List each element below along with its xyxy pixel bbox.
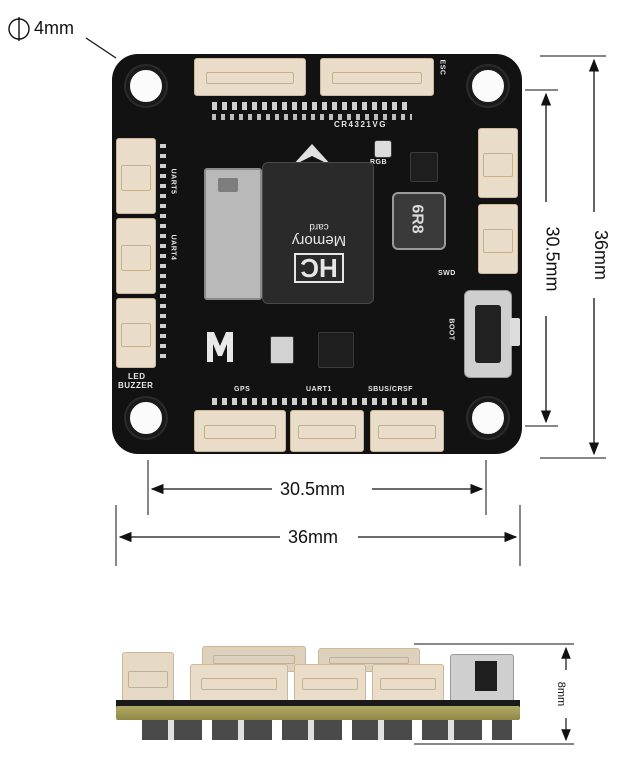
boot-button	[464, 290, 512, 378]
silk-sbus: SBUS/CRSF	[368, 386, 413, 393]
mounting-hole-top-right	[468, 66, 508, 106]
hole-diameter-label: 4mm	[34, 18, 74, 38]
dim-height-mount: 30.5mm	[542, 222, 563, 296]
connector-esc	[320, 58, 434, 96]
logo-mark	[204, 328, 236, 364]
silk-gps: GPS	[234, 386, 251, 393]
mounting-hole-bottom-left	[126, 398, 166, 438]
top-pad-row	[212, 102, 412, 110]
connector-gps	[194, 410, 286, 452]
side-boot-button	[450, 654, 514, 702]
connector-led-buzzer	[116, 298, 156, 368]
imu-chip	[318, 332, 354, 368]
dim-width-mount: 30.5mm	[276, 479, 350, 499]
flight-controller-side-view	[112, 644, 532, 744]
connector-right-mid	[478, 204, 518, 274]
connector-uart1	[290, 410, 364, 452]
connector-uart5	[116, 138, 156, 214]
top-pad-row-2	[212, 114, 412, 120]
inductor: 6R8	[392, 192, 446, 250]
hole-diameter-callout: 4mm	[4, 16, 124, 60]
memory-card: HC Memory card	[262, 162, 374, 304]
bottom-pad-row	[212, 398, 432, 405]
silk-rgb: RGB	[370, 159, 388, 166]
ic-small-top-right	[410, 152, 438, 182]
boot-button-side	[510, 318, 520, 346]
connector-right-top	[478, 128, 518, 198]
mounting-hole-bottom-right	[468, 398, 508, 438]
side-connector-front-2	[294, 664, 366, 702]
side-board-top-layer	[116, 700, 520, 708]
connector-top-left	[194, 58, 306, 96]
connector-uart4	[116, 218, 156, 294]
connector-sbus	[370, 410, 444, 452]
dim-width-total: 36mm	[284, 527, 343, 547]
logo-arrow-icon	[292, 144, 332, 166]
diameter-symbol-icon	[8, 17, 117, 59]
side-connector-front-1	[190, 664, 288, 702]
barometer-chip	[270, 336, 294, 364]
side-connector-front-3	[372, 664, 444, 702]
dim-height-total: 36mm	[591, 225, 612, 285]
side-connector-left	[122, 652, 174, 704]
silk-led: LED	[128, 372, 146, 381]
flight-controller-top-view: ESC CR4321VG RGB UART5 UART4 LED BUZZER …	[112, 54, 522, 454]
dim-thickness: 8mm	[551, 679, 572, 709]
silk-buzzer: BUZZER	[118, 381, 154, 390]
silk-swd: SWD	[438, 270, 456, 277]
silk-uart1: UART1	[306, 386, 332, 393]
left-pad-column	[160, 144, 166, 364]
side-pcb-edge	[116, 706, 520, 720]
silk-chip-code: CR4321VG	[334, 120, 387, 129]
mounting-hole-top-left	[126, 66, 166, 106]
sd-card-slot	[204, 168, 262, 300]
rgb-led	[374, 140, 392, 158]
side-bottom-components	[142, 720, 512, 740]
brand-logo-icon	[207, 332, 233, 362]
